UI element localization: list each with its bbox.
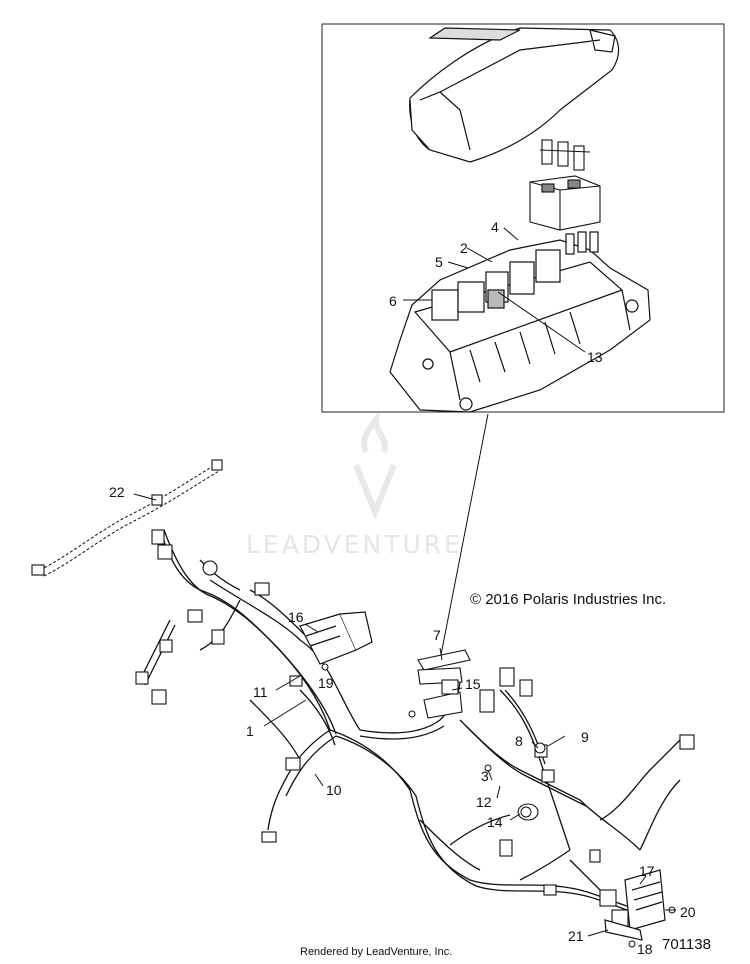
inset-leader-line bbox=[439, 413, 489, 661]
callout-9: 9 bbox=[581, 729, 589, 745]
connectors bbox=[31, 459, 695, 927]
callout-22: 22 bbox=[109, 484, 125, 500]
callout-leaders bbox=[133, 227, 676, 937]
callout-21: 21 bbox=[568, 928, 584, 944]
fuse-box-cover bbox=[409, 27, 620, 163]
fuse-box-inset-frame bbox=[321, 23, 725, 413]
harness-22-dashed bbox=[39, 464, 220, 577]
callout-8: 8 bbox=[515, 733, 523, 749]
relay-block bbox=[529, 175, 601, 231]
fuse-box-base bbox=[389, 231, 651, 413]
rendered-by-credit: Rendered by LeadVenture, Inc. bbox=[300, 946, 453, 958]
wire-harness bbox=[139, 529, 681, 917]
callout-7: 7 bbox=[433, 627, 441, 643]
fuse-box-7 bbox=[417, 649, 471, 719]
callout-13: 13 bbox=[587, 349, 603, 365]
callout-17: 17 bbox=[639, 863, 655, 879]
callout-1: 1 bbox=[246, 723, 254, 739]
fasteners bbox=[321, 663, 676, 948]
callout-14: 14 bbox=[487, 814, 503, 830]
callout-19: 19 bbox=[318, 675, 334, 691]
callout-6: 6 bbox=[389, 293, 397, 309]
callout-18: 18 bbox=[637, 941, 653, 957]
callout-12: 12 bbox=[476, 794, 492, 810]
callout-15: 15 bbox=[465, 676, 481, 692]
figure-number: 701138 bbox=[662, 936, 711, 953]
callout-11: 11 bbox=[253, 684, 268, 700]
watermark-logo bbox=[353, 411, 397, 521]
callout-2: 2 bbox=[460, 240, 468, 256]
callout-3: 3 bbox=[481, 768, 489, 784]
callout-20: 20 bbox=[680, 904, 696, 920]
callout-5: 5 bbox=[435, 254, 443, 270]
callout-16: 16 bbox=[288, 609, 304, 625]
regulator-17 bbox=[604, 869, 666, 941]
callout-labels: 1 2 3 4 5 6 7 8 9 10 11 12 13 14 15 16 1… bbox=[109, 219, 696, 957]
watermark-text: LEADVENTURE bbox=[246, 530, 463, 559]
ecu-module-16 bbox=[299, 611, 373, 665]
fuses bbox=[539, 139, 591, 171]
copyright-notice: © 2016 Polaris Industries Inc. bbox=[470, 591, 667, 608]
callout-4: 4 bbox=[491, 219, 499, 235]
callout-10: 10 bbox=[326, 782, 342, 798]
